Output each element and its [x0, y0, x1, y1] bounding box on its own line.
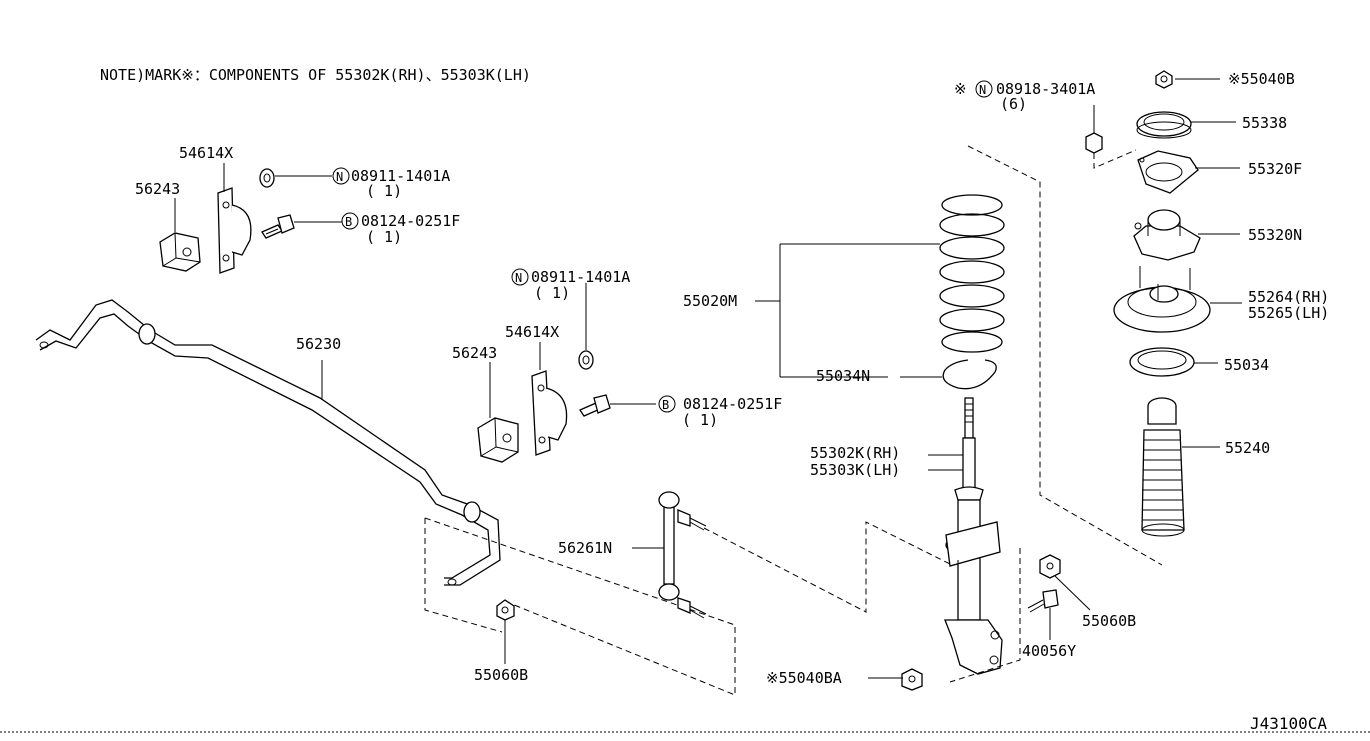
bolt-symbol-icon: B	[658, 395, 676, 413]
label-08911-a: 08911-1401A	[351, 167, 450, 185]
dashed-group-link	[424, 517, 736, 696]
bump-boot-55240	[1141, 397, 1185, 537]
label-55240: 55240	[1225, 439, 1270, 457]
ref-mark: ※	[954, 80, 967, 98]
nut-symbol-icon: N	[975, 80, 993, 98]
label-55060b-a: 55060B	[474, 666, 528, 684]
plate-55320f	[1137, 150, 1199, 194]
bracket-54614x-middle	[531, 370, 568, 456]
bushing-56243-middle	[477, 417, 519, 463]
label-08911-b: 08911-1401A	[531, 268, 630, 286]
stabilizer-bar-56230	[35, 299, 501, 586]
nut-symbol-icon: N	[332, 167, 350, 185]
label-54614x-a: 54614X	[179, 144, 233, 162]
bushing-56243-upper	[159, 232, 201, 272]
nut-55040ba	[901, 668, 923, 691]
qty-08918: (6)	[1000, 95, 1027, 113]
qty-08911-b: ( 1)	[534, 284, 570, 302]
nut-08911-upper	[259, 168, 275, 188]
leader-55060b-b	[1054, 575, 1091, 611]
nut-symbol-icon: N	[511, 268, 529, 286]
label-55034: 55034	[1224, 356, 1269, 374]
label-strut-rh: 55302K(RH)	[810, 444, 900, 462]
stabilizer-link-56261n	[658, 491, 707, 619]
seat-55034	[1129, 347, 1195, 377]
spring-seat-55034n	[942, 359, 997, 390]
label-55040b: ※55040B	[1228, 70, 1295, 88]
bolt-08124-upper	[261, 214, 295, 239]
svg-text:N: N	[336, 170, 343, 184]
svg-text:N: N	[515, 271, 522, 285]
label-08124-b: 08124-0251F	[683, 395, 782, 413]
dashed-spring-group	[967, 145, 1163, 566]
label-54614x-b: 54614X	[505, 323, 559, 341]
dashed-08918	[1093, 149, 1137, 169]
bolt-40056y	[1027, 589, 1059, 613]
label-strut-lh: 55303K(LH)	[810, 461, 900, 479]
label-55264: 55264(RH)	[1248, 288, 1329, 306]
bracket-54614x-upper	[217, 187, 252, 274]
dashed-link-to-strut	[703, 521, 951, 613]
bearing-55338	[1136, 111, 1192, 139]
leader-spring-group	[755, 243, 942, 378]
svg-text:N: N	[979, 83, 986, 97]
svg-text:B: B	[662, 398, 669, 412]
bolt-08124-middle	[579, 394, 611, 417]
dashed-strut-lower	[949, 548, 1021, 683]
label-40056y: 40056Y	[1022, 642, 1076, 660]
nut-08918	[1085, 132, 1103, 154]
label-08918: 08918-3401A	[996, 80, 1095, 98]
label-55020m: 55020M	[683, 292, 737, 310]
qty-08124-b: ( 1)	[682, 411, 718, 429]
nut-08911-middle	[578, 350, 594, 370]
nut-55060b-lower	[496, 599, 515, 621]
label-56243-b: 56243	[452, 344, 497, 362]
label-55060b-b: 55060B	[1082, 612, 1136, 630]
label-55320f: 55320F	[1248, 160, 1302, 178]
qty-08124-a: ( 1)	[366, 228, 402, 246]
label-55265: 55265(LH)	[1248, 304, 1329, 322]
bolt-symbol-icon: B	[341, 212, 359, 230]
diagram-code: J43100CA	[1250, 714, 1327, 733]
mount-55264	[1113, 266, 1211, 333]
label-08124-a: 08124-0251F	[361, 212, 460, 230]
note-text: NOTE)MARK※：COMPONENTS OF 55302K(RH)、5530…	[100, 66, 531, 84]
strut-assembly	[944, 397, 1003, 675]
label-56230: 56230	[296, 335, 341, 353]
nut-55040b	[1155, 70, 1173, 89]
nut-55060b-strut	[1039, 554, 1061, 579]
label-56261n: 56261N	[558, 539, 612, 557]
qty-08911-a: ( 1)	[366, 182, 402, 200]
svg-text:B: B	[345, 215, 352, 229]
coil-spring-55020m	[939, 194, 1005, 353]
label-55034n: 55034N	[816, 367, 870, 385]
leader-strut	[928, 454, 963, 471]
label-56243-a: 56243	[135, 180, 180, 198]
label-55040ba: ※55040BA	[766, 669, 842, 687]
label-55320n: 55320N	[1248, 226, 1302, 244]
mount-55320n	[1133, 209, 1201, 261]
label-55338: 55338	[1242, 114, 1287, 132]
